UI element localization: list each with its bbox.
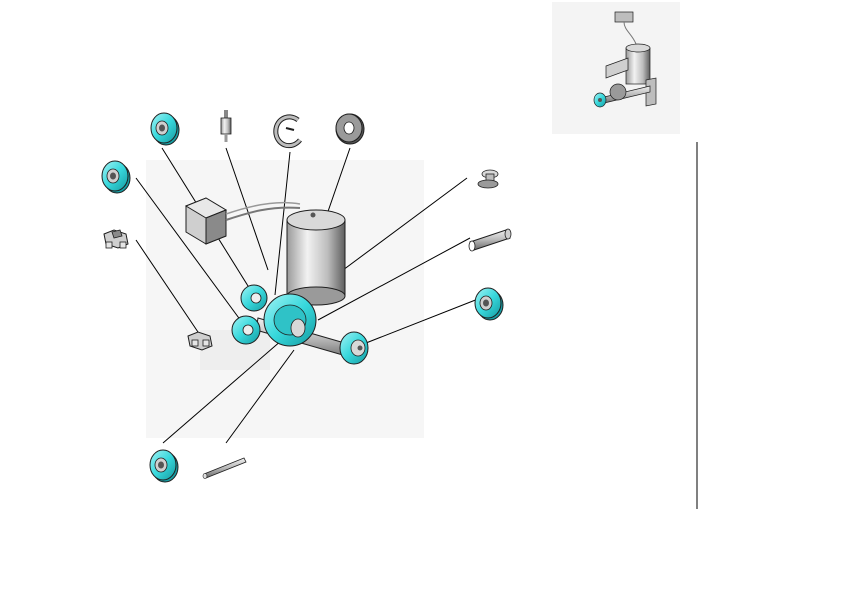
leader-line — [274, 151, 291, 296]
pin-terminal-icon — [220, 110, 232, 142]
retaining-clip-icon — [273, 114, 302, 149]
washer-icon — [335, 113, 365, 145]
screw-icon — [477, 169, 499, 189]
bearing-icon — [474, 287, 504, 321]
pin-icon — [202, 457, 247, 479]
bearing-icon — [101, 160, 131, 194]
assembled-bearing-upper — [240, 284, 268, 312]
leader-line — [317, 237, 471, 321]
clip-nut-icon — [103, 229, 129, 249]
assembled-view-thumbnail — [552, 2, 680, 134]
tube-icon — [468, 228, 512, 252]
leader-line — [135, 239, 201, 336]
leader-line — [162, 339, 283, 444]
bearing-icon — [150, 112, 180, 146]
connector-block — [184, 197, 228, 245]
clip-nut-icon — [187, 331, 213, 351]
assembled-end-bearing — [339, 331, 369, 365]
motor-body — [286, 209, 346, 306]
leader-line — [225, 349, 295, 444]
gear-hub — [263, 293, 317, 347]
leader-line — [225, 147, 269, 271]
connector-cable — [225, 206, 301, 221]
leader-line — [135, 177, 245, 326]
bearing-icon — [149, 449, 179, 483]
assembled-bearing-lower — [231, 315, 261, 345]
connector-cable — [225, 201, 301, 215]
leader-line — [365, 298, 479, 344]
